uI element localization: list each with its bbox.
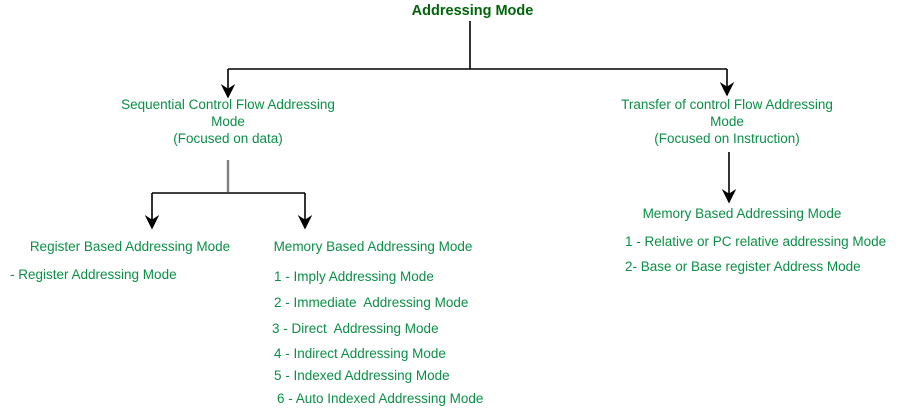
- root-node-label: Addressing Mode: [411, 3, 534, 19]
- memory-based-item-1: 1 - Imply Addressing Mode: [274, 269, 434, 284]
- node-transfer: Transfer of control Flow Addressing Mode…: [602, 96, 852, 147]
- transfer-memory-item-2: 2- Base or Base register Address Mode: [625, 259, 861, 274]
- transfer-memory-item-1: 1 - Relative or PC relative addressing M…: [625, 234, 887, 249]
- node-sequential-line3: (Focused on data): [173, 131, 283, 146]
- memory-based-item-3: 3 - Direct Addressing Mode: [272, 321, 439, 336]
- memory-based-item-5: 5 - Indexed Addressing Mode: [274, 368, 450, 383]
- node-transfer-line3: (Focused on Instruction): [654, 131, 800, 146]
- node-sequential-line1: Sequential Control Flow Addressing: [121, 97, 335, 112]
- node-transfer-memory-title: Memory Based Addressing Mode: [642, 206, 842, 221]
- register-based-item-1: - Register Addressing Mode: [10, 267, 177, 282]
- node-memory-based-title: Memory Based Addressing Mode: [273, 239, 473, 254]
- node-register-based-title: Register Based Addressing Mode: [29, 239, 231, 254]
- memory-based-item-6: 6 - Auto Indexed Addressing Mode: [277, 391, 484, 406]
- memory-based-item-2: 2 - Immediate Addressing Mode: [274, 295, 469, 310]
- node-sequential: Sequential Control Flow Addressing Mode …: [108, 96, 348, 147]
- memory-based-item-4: 4 - Indirect Addressing Mode: [274, 346, 446, 361]
- node-sequential-line2: Mode: [211, 114, 245, 129]
- node-transfer-line2: Mode: [710, 114, 744, 129]
- node-transfer-line1: Transfer of control Flow Addressing: [621, 97, 833, 112]
